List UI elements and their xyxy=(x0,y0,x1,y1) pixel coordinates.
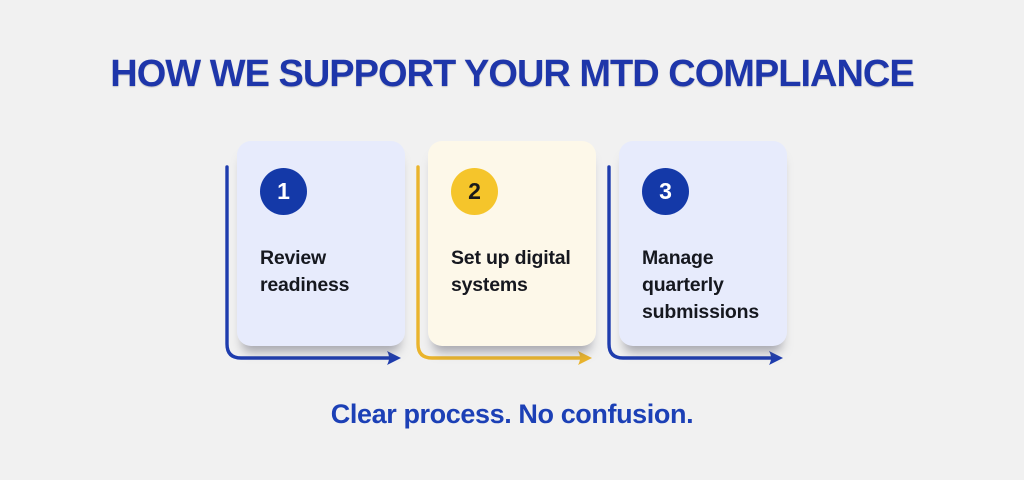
step-1: 1 Review readiness xyxy=(225,140,405,365)
step-label: Review readiness xyxy=(260,246,350,297)
step-card: 1 Review readiness xyxy=(237,140,405,346)
page-title: HOW WE SUPPORT YOUR MTD COMPLIANCE xyxy=(110,53,914,95)
step-number-badge: 1 xyxy=(260,167,307,215)
tagline: Clear process. No confusion. xyxy=(330,398,694,429)
step-card: 3 Manage quarterly submissions xyxy=(619,140,787,346)
step-number-badge: 3 xyxy=(642,167,689,215)
step-number-badge: 2 xyxy=(451,167,498,215)
step-3: 3 Manage quarterly submissions xyxy=(607,140,787,365)
step-2: 2 Set up digital systems xyxy=(416,140,596,365)
step-card: 2 Set up digital systems xyxy=(428,140,596,346)
step-label: Manage quarterly submissions xyxy=(642,246,759,324)
step-label: Set up digital systems xyxy=(451,246,571,297)
steps-row: 1 Review readiness 2 Set up digital syst… xyxy=(0,140,1024,365)
